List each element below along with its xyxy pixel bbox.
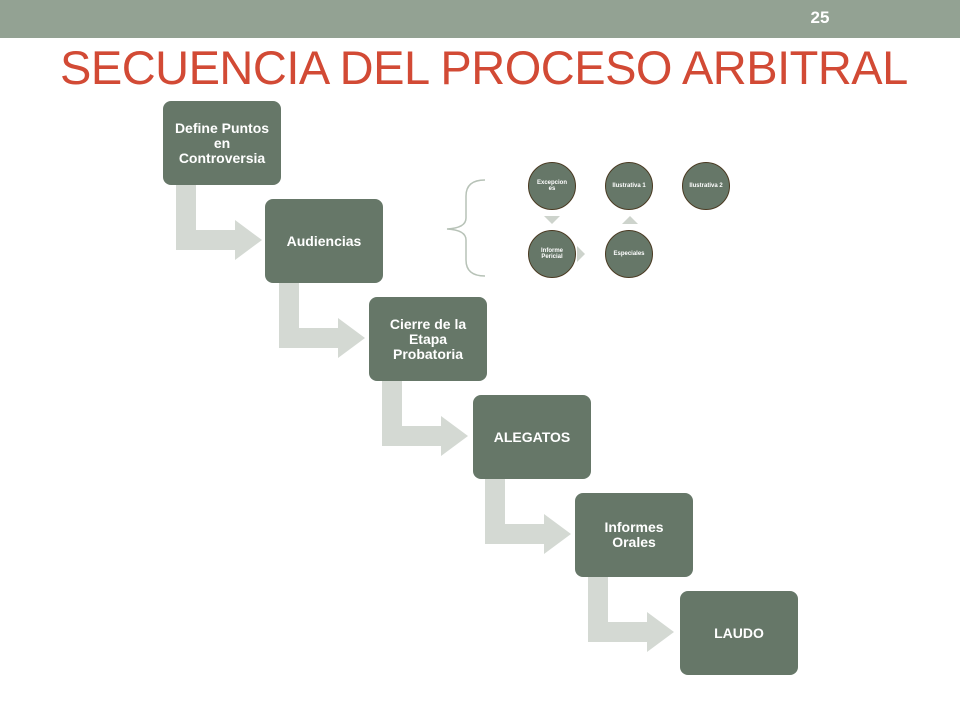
- node-ilustrativa-2: Ilustrativa 2: [682, 162, 730, 210]
- bent-arrow-2: [279, 283, 365, 358]
- node-label: Especiales: [613, 251, 645, 257]
- chevron-right-icon: [577, 246, 585, 262]
- slide-number: 25: [810, 8, 830, 27]
- node-excepciones: Excepcion es: [528, 162, 576, 210]
- chevron-up-icon: [622, 216, 638, 224]
- node-ilustrativa-1: Ilustrativa 1: [605, 162, 653, 210]
- step-label: Informes Orales: [604, 519, 664, 550]
- bent-arrow-5: [588, 577, 674, 652]
- node-label: Informe Pericial: [540, 248, 563, 260]
- bent-arrow-3: [382, 381, 468, 456]
- bent-arrow-4: [485, 479, 571, 554]
- step-laudo: LAUDO: [680, 591, 798, 675]
- node-informe-pericial: Informe Pericial: [528, 230, 576, 278]
- step-label: Audiencias: [286, 232, 362, 249]
- node-label: Excepcion es: [536, 180, 567, 192]
- chevron-down-icon: [544, 216, 560, 224]
- step-define-puntos: Define Puntos en Controversia: [163, 101, 281, 185]
- slide-title: SECUENCIA DEL PROCESO ARBITRAL: [60, 41, 908, 94]
- step-informes-orales: Informes Orales: [575, 493, 693, 577]
- step-label: Cierre de la Etapa Probatoria: [389, 315, 467, 362]
- step-label: Define Puntos en Controversia: [174, 119, 270, 166]
- step-alegatos: ALEGATOS: [473, 395, 591, 479]
- step-cierre-etapa-probatoria: Cierre de la Etapa Probatoria: [369, 297, 487, 381]
- step-audiencias: Audiencias: [265, 199, 383, 283]
- node-label: Ilustrativa 1: [612, 183, 646, 189]
- bent-arrow-1: [176, 185, 262, 260]
- step-label: LAUDO: [714, 624, 764, 641]
- step-label: ALEGATOS: [493, 428, 571, 445]
- node-label: Ilustrativa 2: [689, 183, 723, 189]
- grouping-brace: [446, 179, 486, 277]
- header-bar: [0, 0, 960, 38]
- node-especiales: Especiales: [605, 230, 653, 278]
